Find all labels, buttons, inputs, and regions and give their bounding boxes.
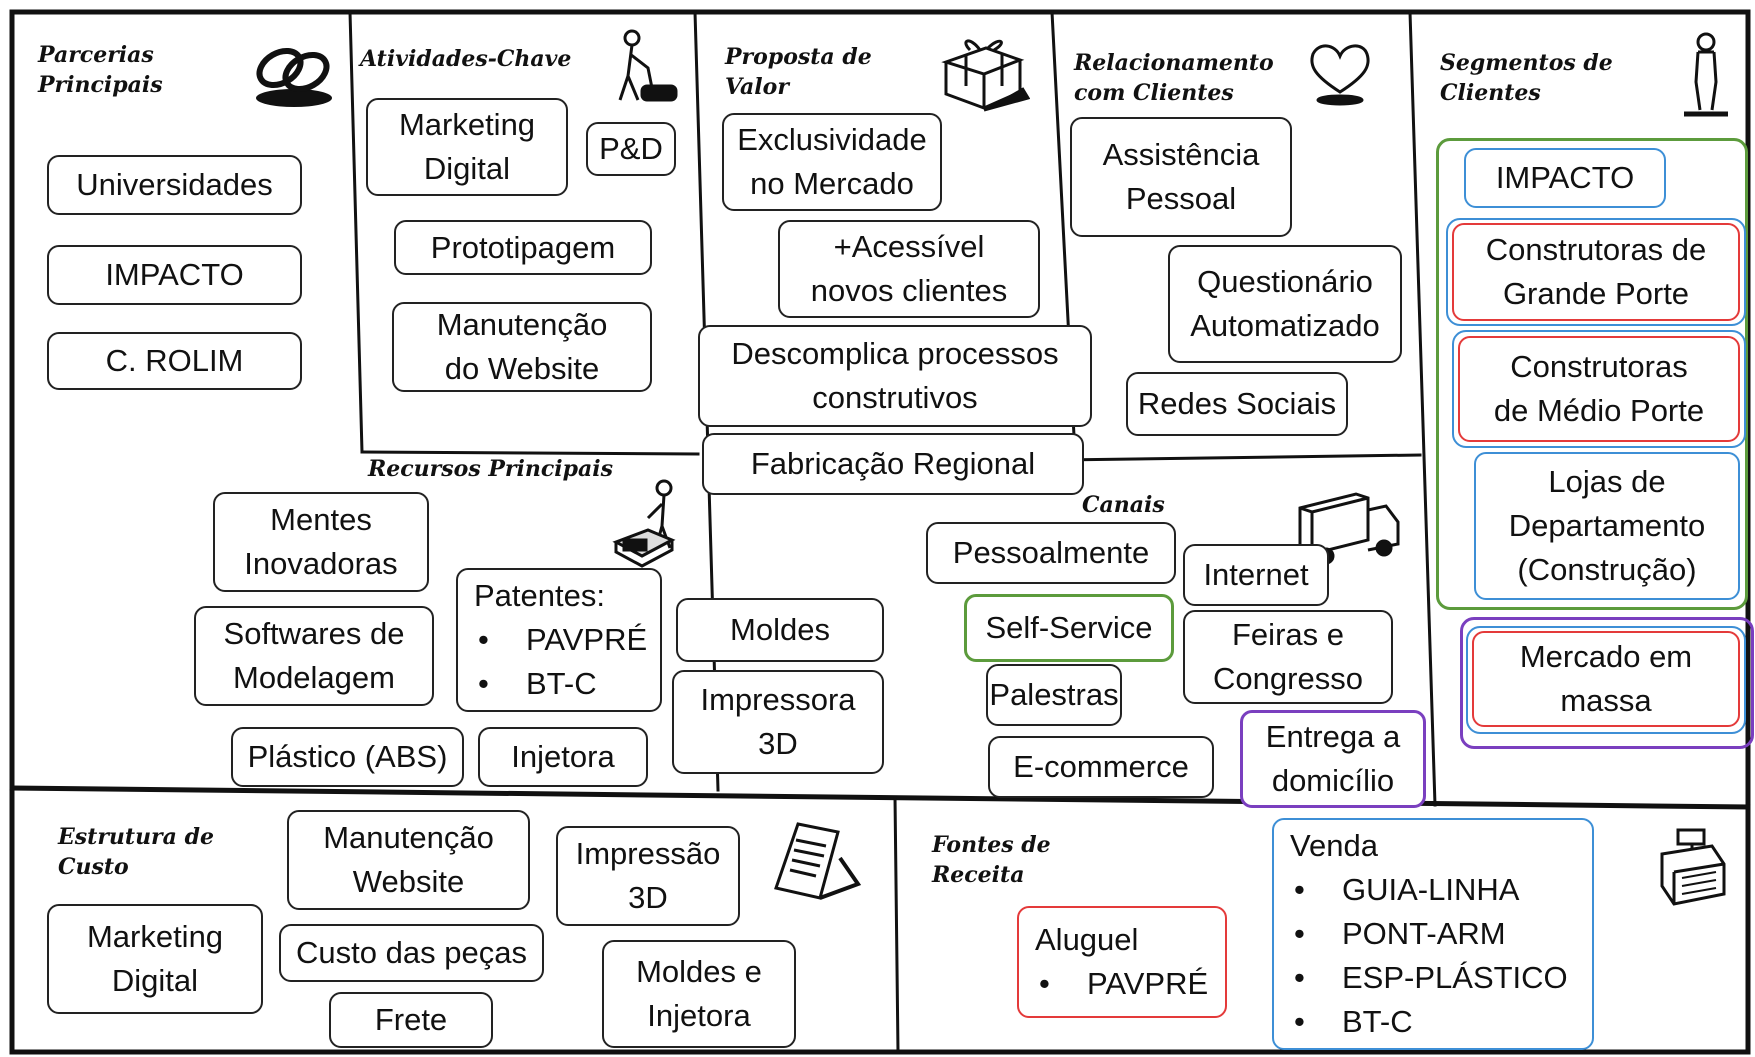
segment-outline-blue (1466, 626, 1746, 734)
value-proposition-box: +Acessível novos clientes (778, 220, 1040, 318)
patent-item: PAVPRÉ (474, 618, 647, 662)
value-proposition-box: Descomplica processos construtivos (698, 325, 1092, 427)
sales-item: PONT-ARM (1290, 912, 1506, 956)
segment-group-purple (1460, 617, 1754, 749)
channel-box: Entrega a domicílio (1240, 710, 1426, 808)
segment-box: Mercado em massa (1472, 631, 1740, 727)
sales-revenue-box: Venda GUIA-LINHA PONT-ARM ESP-PLÁSTICO B… (1272, 818, 1594, 1050)
channel-box: Feiras e Congresso (1183, 610, 1393, 704)
channel-box: E-commerce (988, 736, 1214, 798)
activity-box: Prototipagem (394, 220, 652, 275)
header-recursos-principais: Recursos Principais (368, 456, 613, 482)
resource-box: Softwares de Modelagem (194, 606, 434, 706)
activity-box: Marketing Digital (366, 98, 568, 196)
header-parcerias-principais: Parcerias Principais (38, 42, 163, 98)
header-fontes-de-receita: Fontes de Receita (932, 832, 1051, 888)
header-atividades-chave: Atividades-Chave (360, 46, 572, 72)
header-canais: Canais (1082, 492, 1165, 518)
partner-box: Universidades (47, 155, 302, 215)
header-estrutura-de-custo: Estrutura de Custo (58, 824, 214, 880)
cost-box: Manutenção Website (287, 810, 530, 910)
relationship-box: Assistência Pessoal (1070, 117, 1292, 237)
gift-box-icon (940, 34, 1030, 114)
cost-box: Impressão 3D (556, 826, 740, 926)
standing-person-icon (1680, 32, 1732, 118)
rental-item: PAVPRÉ (1035, 962, 1208, 1006)
worker-forklift-icon (612, 478, 692, 570)
resource-box: Moldes (676, 598, 884, 662)
sales-item: BT-C (1290, 1000, 1413, 1044)
patents-box: Patentes: PAVPRÉ BT-C (456, 568, 662, 712)
channel-box: Internet (1183, 544, 1329, 606)
channel-box: Palestras (986, 664, 1122, 726)
sales-title: Venda (1290, 828, 1378, 863)
channel-box: Self-Service (964, 594, 1174, 662)
activity-box: P&D (586, 122, 676, 176)
resource-box: Plástico (ABS) (231, 727, 464, 787)
rental-revenue-box: Aluguel PAVPRÉ (1017, 906, 1227, 1018)
relationship-box: Redes Sociais (1126, 372, 1348, 436)
heart-icon (1305, 40, 1375, 106)
rental-title: Aluguel (1035, 922, 1139, 957)
header-segmentos: Segmentos de Clientes (1440, 50, 1613, 106)
worker-vacuum-icon (608, 28, 680, 106)
channel-box: Pessoalmente (926, 522, 1176, 584)
segment-box: Construtoras de Grande Porte (1452, 223, 1740, 321)
resource-box: Injetora (478, 727, 648, 787)
cash-register-icon (1652, 824, 1732, 916)
segment-box: Construtoras de Médio Porte (1458, 336, 1740, 442)
activity-box: Manutenção do Website (392, 302, 652, 392)
value-proposition-box: Fabricação Regional (702, 433, 1084, 495)
patents-title: Patentes: (474, 578, 605, 613)
patent-item: BT-C (474, 662, 597, 706)
cost-box: Frete (329, 992, 493, 1048)
header-relacionamento: Relacionamento com Clientes (1074, 50, 1274, 106)
partner-box: C. ROLIM (47, 332, 302, 390)
resource-box: Mentes Inovadoras (213, 492, 429, 592)
cost-box: Marketing Digital (47, 904, 263, 1014)
segment-group-green (1436, 138, 1748, 610)
resource-box: Impressora 3D (672, 670, 884, 774)
relationship-box: Questionário Automatizado (1168, 245, 1402, 363)
value-proposition-box: Exclusividade no Mercado (722, 113, 942, 211)
segment-box: Lojas de Departamento (Construção) (1474, 452, 1740, 600)
chain-link-icon (250, 38, 338, 110)
segment-outline-blue (1446, 218, 1746, 326)
segment-box: IMPACTO (1464, 148, 1666, 208)
sales-item: ESP-PLÁSTICO (1290, 956, 1568, 1000)
segment-outline-blue (1452, 330, 1746, 448)
sales-item: GUIA-LINHA (1290, 868, 1519, 912)
cost-box: Custo das peças (279, 924, 544, 982)
cost-box: Moldes e Injetora (602, 940, 796, 1048)
header-proposta-de-valor: Proposta de Valor (725, 44, 872, 100)
partner-box: IMPACTO (47, 245, 302, 305)
price-tag-icon (768, 818, 864, 908)
